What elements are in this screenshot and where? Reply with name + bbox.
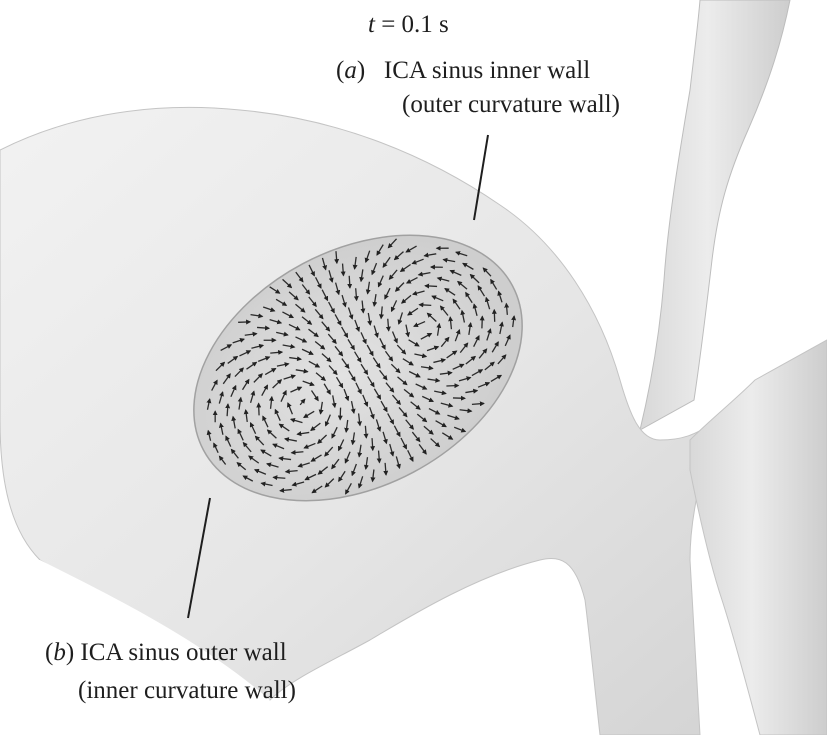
time-variable: t	[368, 11, 375, 38]
time-label: t = 0.1 s	[368, 10, 449, 40]
label-a-tag: a	[344, 57, 357, 84]
upper-branch	[640, 0, 790, 430]
label-b-title: ICA sinus outer wall	[80, 639, 286, 666]
lower-branch	[690, 340, 827, 735]
label-a-line1: (a) ICA sinus inner wall	[336, 56, 590, 86]
time-value: = 0.1 s	[375, 11, 449, 38]
label-a-title: ICA sinus inner wall	[384, 57, 590, 84]
label-b-line1: (b) ICA sinus outer wall	[45, 638, 287, 668]
label-b-tag: b	[53, 639, 66, 666]
label-b-line2: (inner curvature wall)	[78, 676, 296, 706]
label-a-line2: (outer curvature wall)	[402, 90, 620, 120]
